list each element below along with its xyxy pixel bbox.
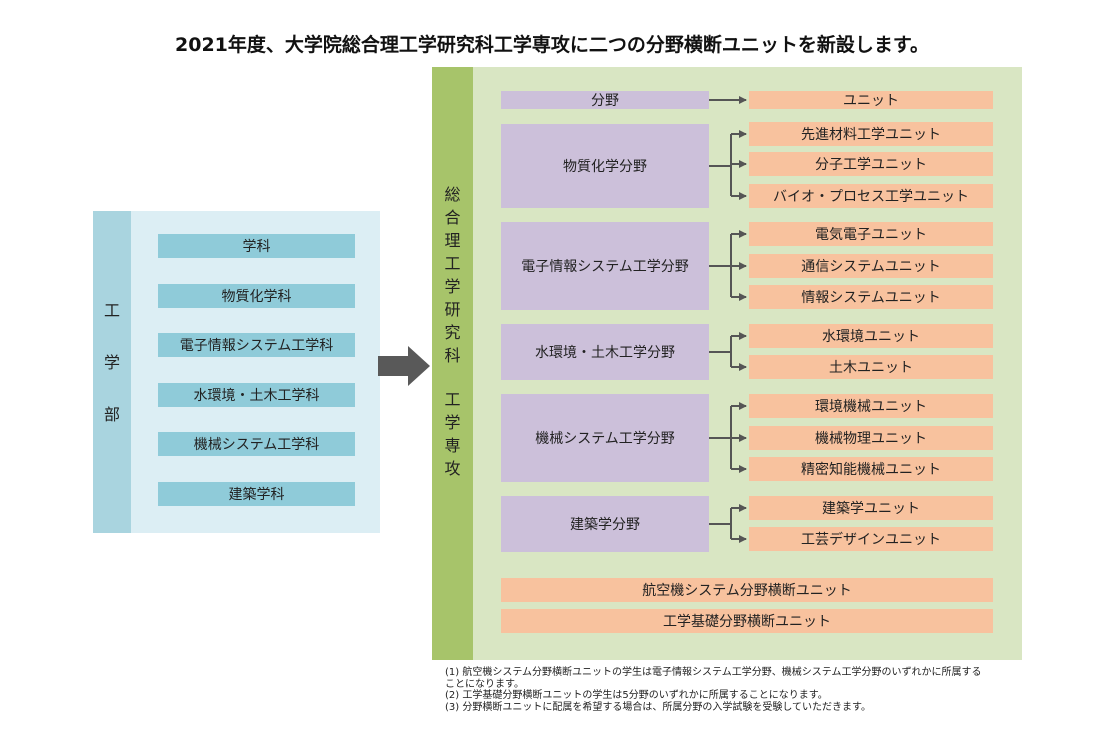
unit-item: 情報システムユニット: [749, 285, 993, 309]
field-water-civil: 水環境・土木工学分野: [501, 324, 709, 380]
footnote-line: (1) 航空機システム分野横断ユニットの学生は電子情報システム工学分野、機械シス…: [445, 667, 982, 678]
vertical-label-char: 学: [103, 353, 120, 372]
unit-item: 工芸デザインユニット: [749, 527, 993, 551]
cross-unit-engineering-basics: 工学基礎分野横断ユニット: [501, 609, 993, 633]
page-title: 2021年度、大学院総合理工学研究科工学専攻に二つの分野横断ユニットを新設します…: [175, 34, 929, 56]
unit-item: 先進材料工学ユニット: [749, 122, 993, 146]
vertical-label-char: 研: [444, 300, 461, 319]
school-label: 総合理工学研究科: [432, 187, 473, 364]
vertical-label-char: 攻: [444, 459, 461, 478]
vertical-label-char: 部: [103, 405, 120, 424]
faculty-label: 工学部: [93, 303, 131, 423]
department-item: 電子情報システム工学科: [158, 333, 355, 357]
department-item: 建築学科: [158, 482, 355, 506]
faculty-panel: [93, 211, 380, 533]
vertical-label-char: 合: [444, 208, 461, 227]
field-header: 分野: [501, 91, 709, 109]
vertical-label-char: 工: [103, 301, 120, 320]
vertical-label-char: 総: [444, 185, 461, 204]
vertical-label-char: 学: [444, 413, 461, 432]
faculty-label-strip: 工学部: [93, 211, 131, 533]
unit-item: 分子工学ユニット: [749, 152, 993, 176]
footnotes: (1) 航空機システム分野横断ユニットの学生は電子情報システム工学分野、機械シス…: [445, 667, 1035, 713]
unit-item: 土木ユニット: [749, 355, 993, 379]
department-item: 機械システム工学科: [158, 432, 355, 456]
unit-item: 精密知能機械ユニット: [749, 457, 993, 481]
unit-header: ユニット: [749, 91, 993, 109]
vertical-label-char: 工: [444, 254, 461, 273]
department-item: 水環境・土木工学科: [158, 383, 355, 407]
field-architecture: 建築学分野: [501, 496, 709, 552]
unit-item: 機械物理ユニット: [749, 426, 993, 450]
field-mechanical: 機械システム工学分野: [501, 394, 709, 482]
vertical-label-char: 専: [444, 436, 461, 455]
cross-unit-aircraft: 航空機システム分野横断ユニット: [501, 578, 993, 602]
footnote-line: ことになります。: [445, 678, 524, 690]
department-item: 物質化学科: [158, 284, 355, 308]
vertical-label-char: 学: [444, 277, 461, 296]
field-material-chemistry: 物質化学分野: [501, 124, 709, 208]
field-electronic-info: 電子情報システム工学分野: [501, 222, 709, 310]
vertical-label-char: 工: [444, 390, 461, 409]
unit-item: バイオ・プロセス工学ユニット: [749, 184, 993, 208]
unit-item: 電気電子ユニット: [749, 222, 993, 246]
unit-item: 水環境ユニット: [749, 324, 993, 348]
unit-item: 建築学ユニット: [749, 496, 993, 520]
footnote-line: (3) 分野横断ユニットに配属を希望する場合は、所属分野の入学試験を受験していた…: [445, 701, 872, 713]
transition-arrow-icon: [378, 346, 430, 386]
graduate-label-strip: 総合理工学研究科 工学専攻: [432, 67, 473, 660]
vertical-label-char: 理: [444, 231, 461, 250]
footnote-line: (2) 工学基礎分野横断ユニットの学生は5分野のいずれかに所属することになります…: [445, 690, 828, 701]
department-header: 学科: [158, 234, 355, 258]
unit-item: 環境機械ユニット: [749, 394, 993, 418]
vertical-label-char: 科: [444, 346, 461, 365]
major-label: 工学専攻: [432, 392, 473, 477]
vertical-label-char: 究: [444, 323, 461, 342]
unit-item: 通信システムユニット: [749, 254, 993, 278]
